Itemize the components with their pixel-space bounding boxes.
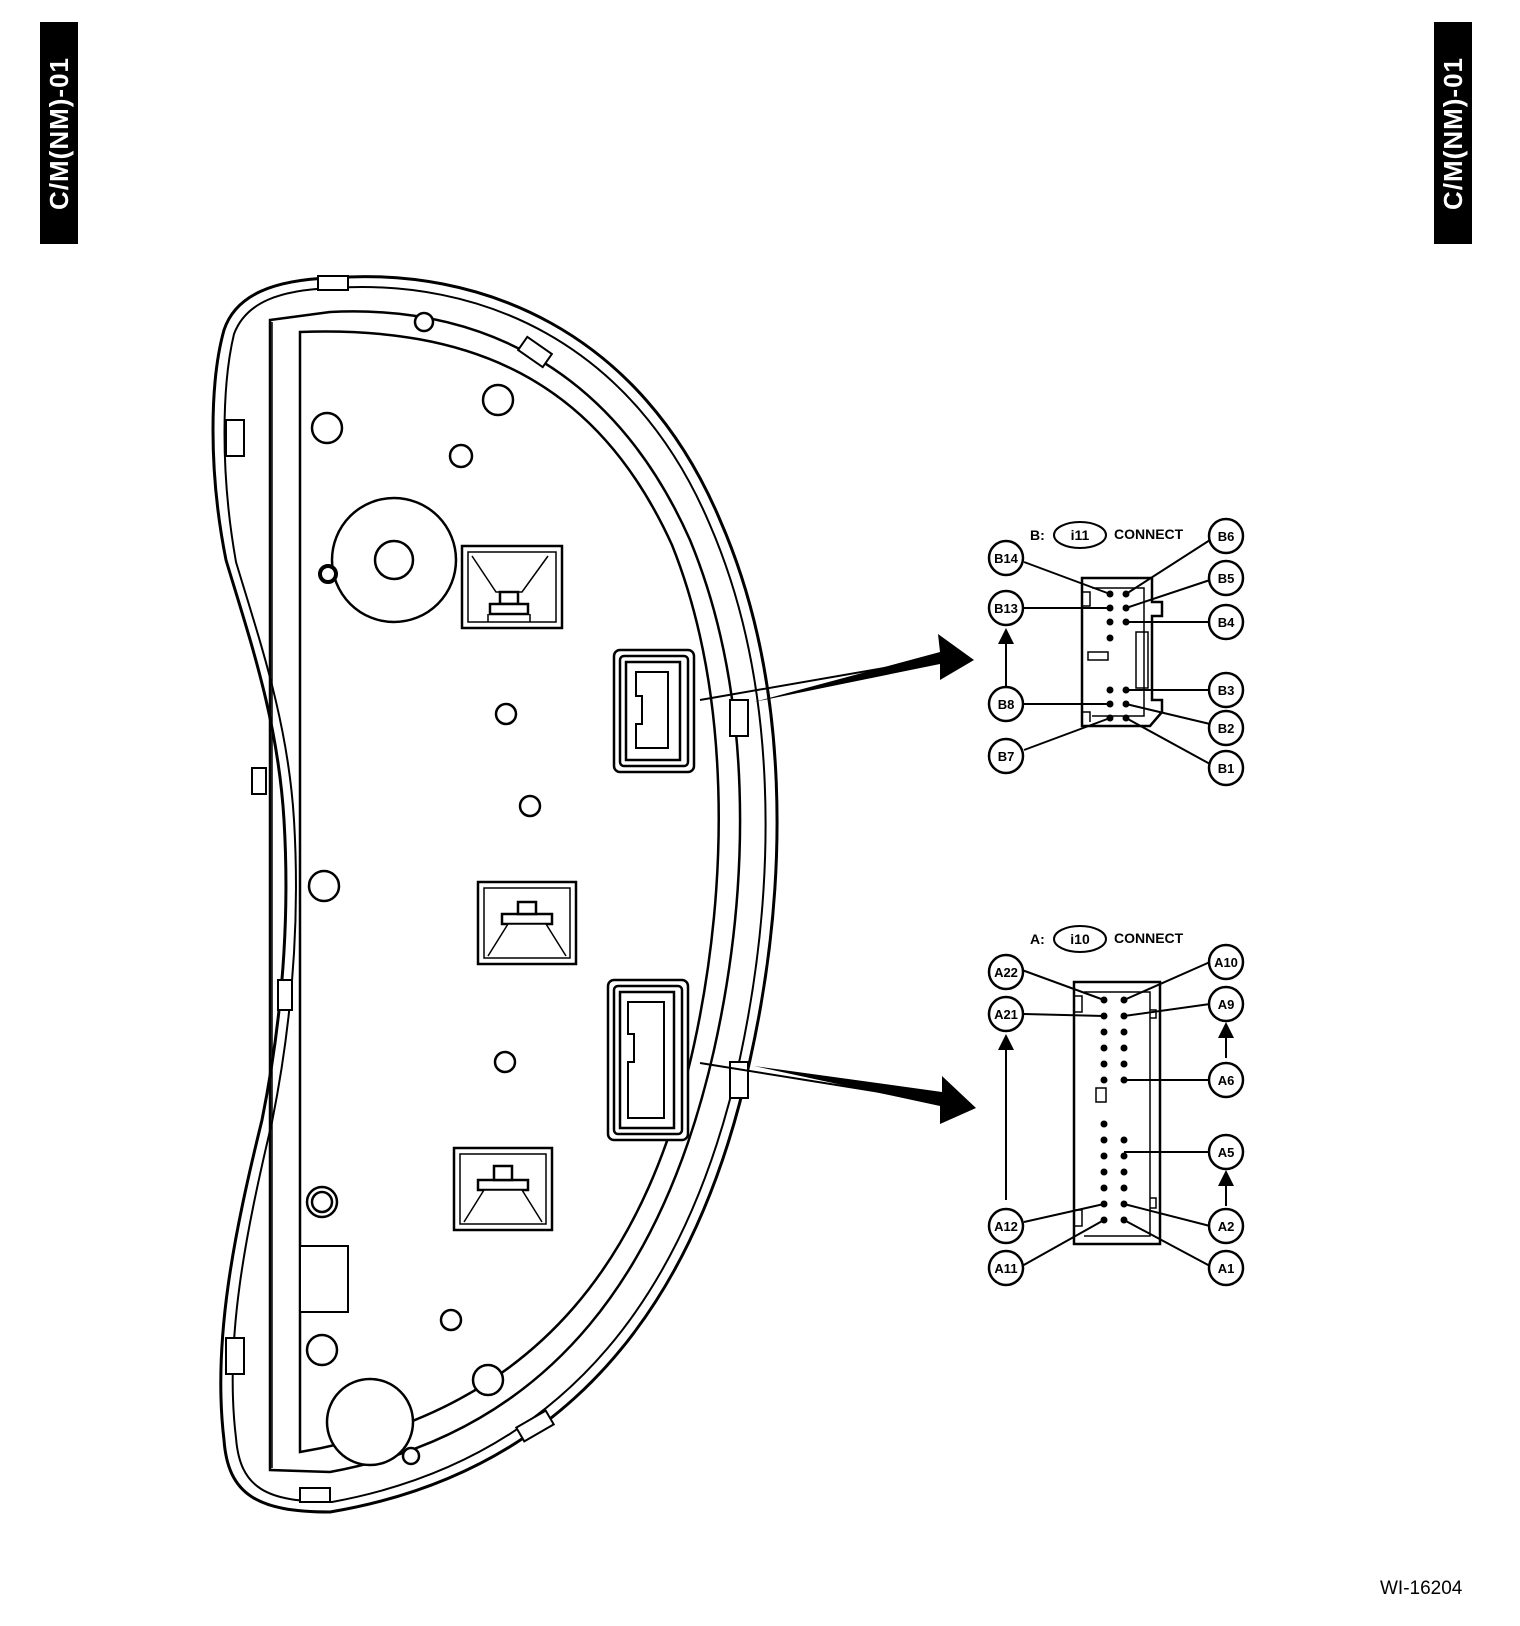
connector-a-housing bbox=[1072, 980, 1162, 1246]
terminal-label: B1 bbox=[1218, 761, 1235, 776]
clip bbox=[225, 419, 245, 457]
terminal-label: A5 bbox=[1218, 1145, 1235, 1160]
connector-b-code: i11 bbox=[1071, 527, 1090, 543]
clip bbox=[317, 275, 349, 291]
terminal-label: B6 bbox=[1218, 529, 1235, 544]
connector-b-terminal-labels: B14 B13 B8 B7 B6 B5 B4 B3 B2 B1 bbox=[994, 529, 1235, 776]
connector-a-pins bbox=[1100, 996, 1128, 1224]
terminal-label: A11 bbox=[994, 1261, 1017, 1276]
housing-face-outline bbox=[298, 330, 720, 1454]
terminal-label: B8 bbox=[998, 697, 1015, 712]
terminal-label: B7 bbox=[998, 749, 1015, 764]
connector-b-view: B: i11 CONNECT bbox=[987, 517, 1245, 787]
terminal-label: A1 bbox=[1218, 1261, 1235, 1276]
bulb-socket-upper bbox=[460, 544, 564, 630]
bulb-sockets bbox=[299, 544, 578, 1313]
clip bbox=[277, 979, 293, 1011]
terminal-label: A21 bbox=[994, 1007, 1018, 1022]
terminal-label: B14 bbox=[994, 551, 1019, 566]
clip bbox=[514, 1409, 556, 1443]
section-tag-left: C/M(NM)-01 bbox=[40, 22, 78, 244]
meter-connector-sockets bbox=[606, 648, 696, 1142]
meter-housing bbox=[211, 275, 779, 1514]
lower-block bbox=[299, 1245, 349, 1313]
connector-a-view: A: i10 CONNECT bbox=[987, 925, 1245, 1287]
connector-b-terminal-circles bbox=[987, 517, 1245, 787]
connector-a-code-oval bbox=[1053, 925, 1107, 953]
connector-b-prefix: B: bbox=[1030, 527, 1045, 543]
connector-a-prefix: A: bbox=[1030, 931, 1045, 947]
connector-a-suffix: CONNECT bbox=[1114, 930, 1184, 946]
clip bbox=[729, 699, 749, 737]
bulb-socket-lower bbox=[452, 1146, 554, 1232]
connector-a-terminal-circles bbox=[987, 943, 1245, 1287]
gauge-pivots bbox=[318, 496, 458, 1467]
connector-b-suffix: CONNECT bbox=[1114, 526, 1184, 542]
pointer-arrows bbox=[699, 634, 976, 1124]
terminal-label: B5 bbox=[1218, 571, 1235, 586]
gauge-pivot-lower bbox=[325, 1377, 415, 1467]
figure-id: WI-16204 bbox=[1380, 1578, 1463, 1599]
connector-b-code-oval bbox=[1053, 521, 1107, 549]
clip bbox=[251, 767, 267, 795]
terminal-label: A9 bbox=[1218, 997, 1235, 1012]
bulb-socket-middle bbox=[476, 880, 578, 966]
terminal-label: B4 bbox=[1218, 615, 1235, 630]
terminal-label: A2 bbox=[1218, 1219, 1235, 1234]
clip bbox=[225, 1337, 245, 1375]
terminal-label: A12 bbox=[994, 1219, 1018, 1234]
section-tag-right: C/M(NM)-01 bbox=[1434, 22, 1472, 244]
connector-a-leaders bbox=[998, 961, 1234, 1267]
meter-socket-a bbox=[606, 978, 690, 1142]
terminal-label: A6 bbox=[1218, 1073, 1235, 1088]
meter-socket-b bbox=[612, 648, 696, 774]
terminal-label: A10 bbox=[1214, 955, 1238, 970]
connector-a-code: i10 bbox=[1070, 931, 1090, 947]
terminal-label: B2 bbox=[1218, 721, 1235, 736]
terminal-label: B3 bbox=[1218, 683, 1235, 698]
connector-a-terminal-labels: A22 A21 A12 A11 A10 A9 A6 A5 A2 A1 bbox=[994, 955, 1238, 1276]
clip bbox=[299, 1487, 331, 1503]
terminal-label: B13 bbox=[994, 601, 1018, 616]
screw-holes bbox=[305, 311, 542, 1466]
housing-outer-outline-2 bbox=[223, 286, 767, 1504]
housing-outer-outline bbox=[211, 275, 779, 1514]
clip bbox=[516, 335, 554, 369]
terminal-label: A22 bbox=[994, 965, 1018, 980]
connector-b-leaders bbox=[998, 539, 1211, 765]
connector-b-pins bbox=[1106, 590, 1130, 722]
